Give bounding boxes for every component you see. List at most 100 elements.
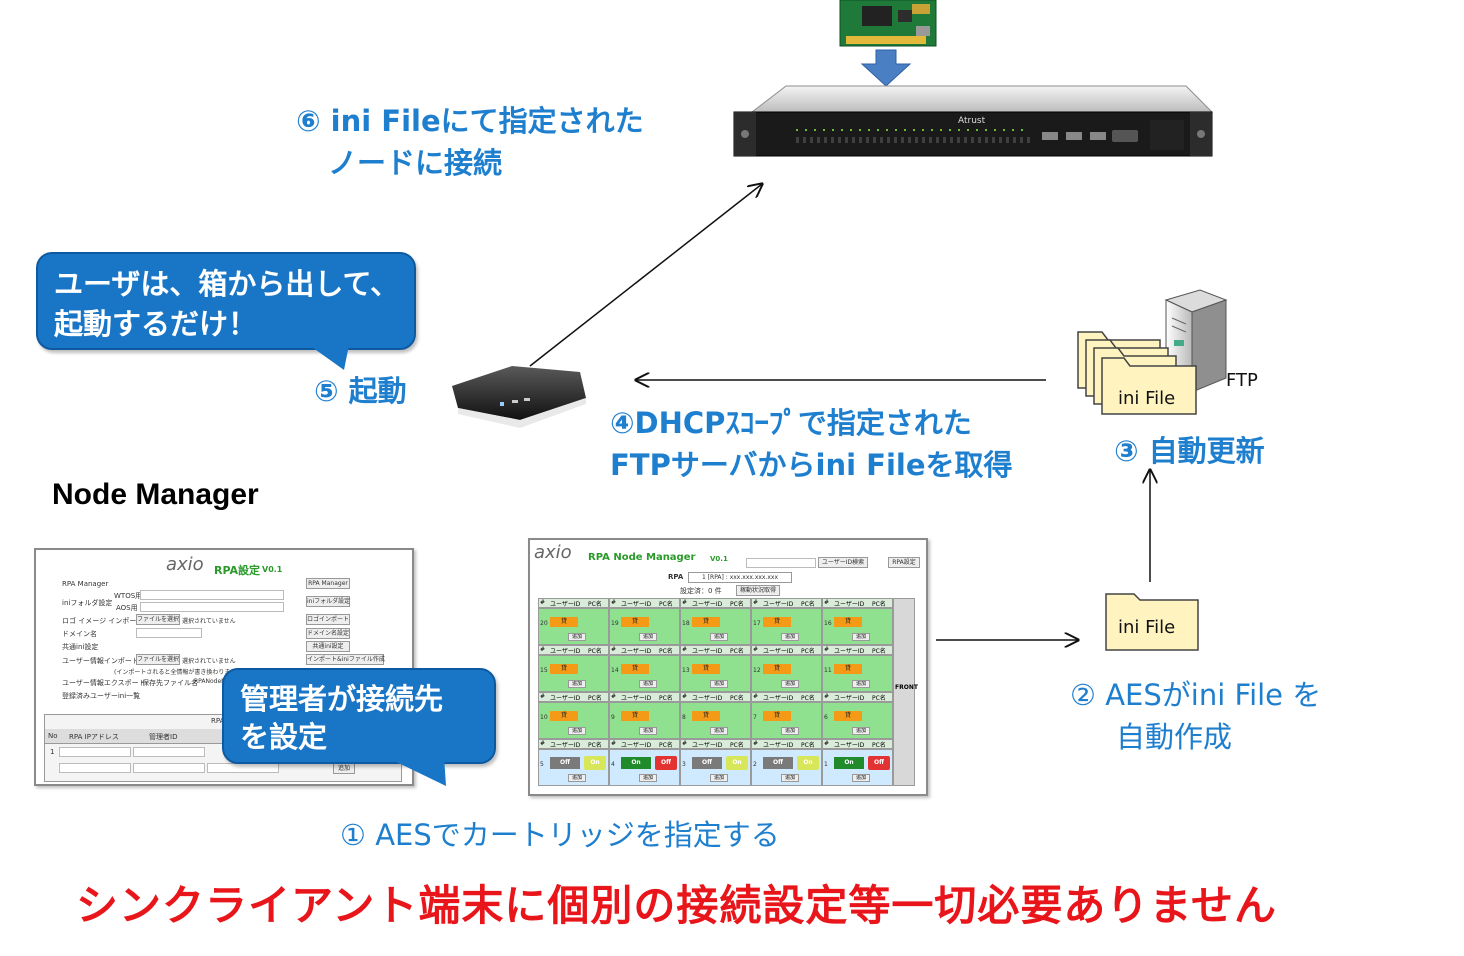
slot-add-button[interactable]: 追加 (568, 680, 586, 688)
slot-header-user: ユーザーID (834, 601, 865, 608)
status-button[interactable]: 稼動状況取得 (736, 585, 780, 596)
slot-add-button[interactable]: 追加 (852, 774, 870, 782)
slot-header-pc: PC名 (588, 601, 602, 608)
slot-add-button[interactable]: 追加 (568, 774, 586, 782)
slot-header-pc: PC名 (801, 742, 815, 749)
slot-header-pc: PC名 (872, 648, 886, 655)
slot-number: 11 (824, 667, 832, 674)
common-ini-button[interactable]: 共通ini設定 (306, 641, 350, 652)
save-name-label: 保存先ファイル名 (142, 679, 198, 687)
slot-number: 6 (824, 714, 828, 721)
ini-folder-button[interactable]: iniフォルダ設定 (306, 596, 351, 607)
sub-wtos: WTOS用 (114, 592, 143, 600)
ftp-server-icon (1164, 289, 1228, 393)
slot-add-button[interactable]: 追加 (639, 680, 657, 688)
front-label: FRONT (895, 684, 918, 691)
power-state-button[interactable]: Off (763, 757, 793, 769)
slot-add-button[interactable]: 追加 (639, 774, 657, 782)
rpa-settings-button[interactable]: RPA設定 (888, 557, 920, 568)
slot-add-button[interactable]: 追加 (710, 774, 728, 782)
slot-header (822, 739, 893, 749)
aos-path-input[interactable] (140, 602, 284, 612)
slot-header-pc: PC名 (659, 648, 673, 655)
busy-badge: 貸 (692, 711, 720, 721)
step6-label: ⑥ ini Fileにて指定された ノードに接続 (296, 100, 644, 184)
slot-add-button[interactable]: 追加 (852, 680, 870, 688)
slot-header-user: ユーザーID (692, 695, 723, 702)
sub-aos: AOS用 (116, 604, 138, 612)
ini-file-stack-label: ini File (1118, 388, 1176, 409)
logo-import-button[interactable]: ロゴインポート (306, 614, 350, 625)
user-search-input[interactable] (746, 558, 816, 568)
slot-add-button[interactable]: 追加 (781, 680, 799, 688)
slot-header (609, 739, 680, 749)
node-manager-logo: axio (534, 542, 572, 563)
power-state-button[interactable]: On (834, 757, 864, 769)
slot-header-user: ユーザーID (834, 648, 865, 655)
slot-header (751, 598, 822, 608)
slot-add-button[interactable]: 追加 (568, 727, 586, 735)
domain-input[interactable] (136, 628, 202, 638)
slot-number: 13 (682, 667, 690, 674)
callout-user-line1: ユーザは、箱から出して、 (54, 267, 400, 301)
slot-add-button[interactable]: 追加 (852, 633, 870, 641)
slot-header (609, 692, 680, 702)
slot-add-button[interactable]: 追加 (710, 680, 728, 688)
power-toggle-icon[interactable]: Off (655, 756, 677, 770)
slot-add-button[interactable]: 追加 (568, 633, 586, 641)
slot-add-button[interactable]: 追加 (852, 727, 870, 735)
slot-add-button[interactable]: 追加 (781, 633, 799, 641)
user-file-button[interactable]: ファイルを選択 (136, 654, 180, 665)
callout-user-line2: 起動するだけ！ (54, 307, 258, 341)
front-column (893, 598, 915, 786)
slot-header-pc: PC名 (588, 742, 602, 749)
slot-add-button[interactable]: 追加 (639, 727, 657, 735)
row-ini-folder: iniフォルダ設定 (62, 599, 113, 607)
power-toggle-icon[interactable]: Off (868, 756, 890, 770)
slot-header-pc: PC名 (730, 601, 744, 608)
slot-header-user: ユーザーID (550, 695, 581, 702)
power-state-button[interactable]: On (621, 757, 651, 769)
slot-add-button[interactable]: 追加 (639, 633, 657, 641)
import-ini-button[interactable]: インポート&iniファイル作成 (306, 654, 385, 665)
row-ip-input-2[interactable] (59, 763, 131, 773)
slot-header (751, 645, 822, 655)
power-toggle-icon[interactable]: On (584, 756, 606, 770)
slot-number: 12 (753, 667, 761, 674)
slot-add-button[interactable]: 追加 (781, 727, 799, 735)
slot-add-button[interactable]: 追加 (781, 774, 799, 782)
step4-label: ④DHCPｽｺｰﾌﾟで指定された FTPサーバからini Fileを取得 (610, 402, 1013, 486)
rpa-select[interactable]: 1 [RPA] : xxx.xxx.xxx.xxx (688, 572, 792, 583)
user-file-none: 選択されていません (182, 658, 236, 665)
logo-file-button[interactable]: ファイルを選択 (136, 614, 180, 625)
count-label: 設定済：0 件 (680, 587, 722, 595)
row-ip-input[interactable] (59, 747, 131, 757)
slot-header-hash: # (611, 693, 617, 700)
slot-header (680, 692, 751, 702)
power-toggle-icon[interactable]: On (797, 756, 819, 770)
slot-header-hash: # (824, 599, 830, 606)
power-toggle-icon[interactable]: On (726, 756, 748, 770)
domain-button[interactable]: ドメイン名設定 (306, 628, 350, 639)
slot-add-button[interactable]: 追加 (710, 727, 728, 735)
step5-label: ⑤ 起動 (314, 374, 407, 408)
row-admin-input-2[interactable] (133, 763, 205, 773)
rpa-add-button[interactable]: 追加 (333, 763, 355, 774)
user-search-button[interactable]: ユーザーID検索 (818, 557, 868, 568)
slot-add-button[interactable]: 追加 (710, 633, 728, 641)
wtos-path-input[interactable] (140, 590, 284, 600)
row-more-input-2[interactable] (207, 763, 279, 773)
rpa-manager-button[interactable]: RPA Manager (306, 578, 350, 589)
slot-header-user: ユーザーID (621, 648, 652, 655)
row-admin-input[interactable] (133, 747, 205, 757)
power-state-button[interactable]: Off (692, 757, 722, 769)
power-state-button[interactable]: Off (550, 757, 580, 769)
slot-header-pc: PC名 (730, 648, 744, 655)
slot-header (538, 739, 609, 749)
row-rpa-manager: RPA Manager (62, 580, 109, 588)
slot-number: 18 (682, 620, 690, 627)
slot-number: 2 (753, 761, 757, 768)
node-manager-heading: Node Manager (52, 478, 259, 511)
slot-header-user: ユーザーID (763, 648, 794, 655)
